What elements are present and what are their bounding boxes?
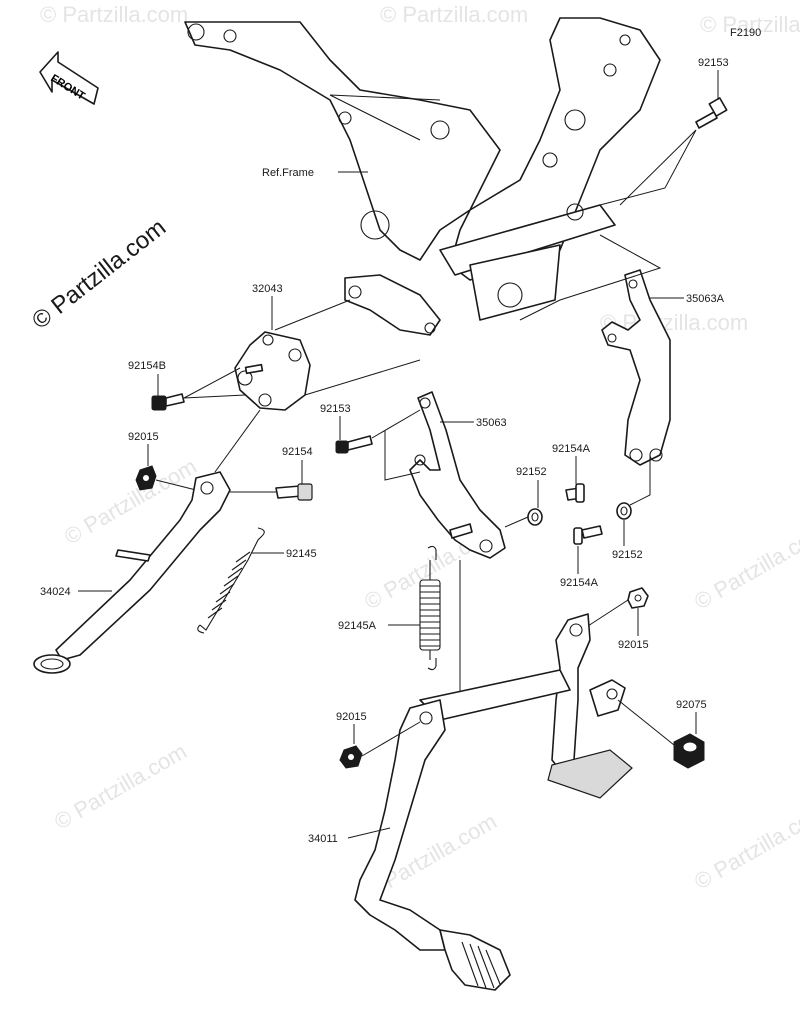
callout-35063A: 35063A <box>686 293 725 305</box>
callout-92153-mid: 92153 <box>320 403 351 415</box>
callout-92154A-top: 92154A <box>552 443 591 455</box>
callout-92152-bottom: 92152 <box>612 549 643 561</box>
bolt-92154A-top-icon <box>565 483 585 503</box>
diagram-code: F2190 <box>730 27 761 39</box>
frame-reference <box>184 17 661 336</box>
side-stand-34024-icon <box>33 471 231 674</box>
watermark-top-right: © Partzilla.com <box>700 12 800 37</box>
callout-32043: 32043 <box>252 283 283 295</box>
spring-92145-icon <box>197 527 265 634</box>
front-arrow-icon: FRONT <box>39 51 99 105</box>
watermark-left-lower: © Partzilla.com <box>50 739 191 835</box>
watermark-bottom-right: © Partzilla.com <box>690 799 800 895</box>
nut-92015-left-icon <box>135 465 157 491</box>
plate-32043-icon <box>234 331 311 411</box>
washer-92152-top-icon <box>527 508 543 526</box>
nut-92015-center-icon <box>339 745 363 769</box>
callout-92153-top: 92153 <box>698 57 729 69</box>
bolt-92153-mid-icon <box>335 435 373 454</box>
spring-92145A-icon <box>419 545 441 671</box>
callout-92075: 92075 <box>676 699 707 711</box>
watermark-right-lower: © Partzilla.com <box>690 519 800 615</box>
watermark-top-center: © Partzilla.com <box>380 2 528 27</box>
watermark-prominent: © Partzilla.com <box>27 214 171 335</box>
callout-92015-right: 92015 <box>618 639 649 651</box>
callout-35063: 35063 <box>476 417 507 429</box>
center-stand-34011-icon <box>354 613 633 991</box>
callout-92145A: 92145A <box>338 620 377 632</box>
callout-92154A-bottom: 92154A <box>560 577 599 589</box>
callout-92152-top: 92152 <box>516 466 547 478</box>
washer-92152-bottom-icon <box>616 502 632 520</box>
callout-92145: 92145 <box>286 548 317 560</box>
callout-34011: 34011 <box>308 833 338 845</box>
callout-92015-center: 92015 <box>336 711 367 723</box>
callout-92154B: 92154B <box>128 360 166 372</box>
bushing-92075-icon <box>673 733 705 769</box>
callout-34024: 34024 <box>40 586 71 598</box>
callout-92154: 92154 <box>282 446 313 458</box>
watermark-top-left: © Partzilla.com <box>40 2 188 27</box>
bolt-92154B-icon <box>151 393 185 411</box>
bracket-35063-icon <box>409 391 506 559</box>
ref-frame-label: Ref.Frame <box>262 167 314 179</box>
bolt-92154-icon <box>275 483 313 501</box>
nut-92015-right-icon <box>627 587 649 609</box>
bracket-35063A-icon <box>601 269 671 466</box>
callout-92015-left: 92015 <box>128 431 159 443</box>
bolt-92154A-bottom-icon <box>573 525 603 545</box>
bolt-92153-top-icon <box>695 97 728 129</box>
